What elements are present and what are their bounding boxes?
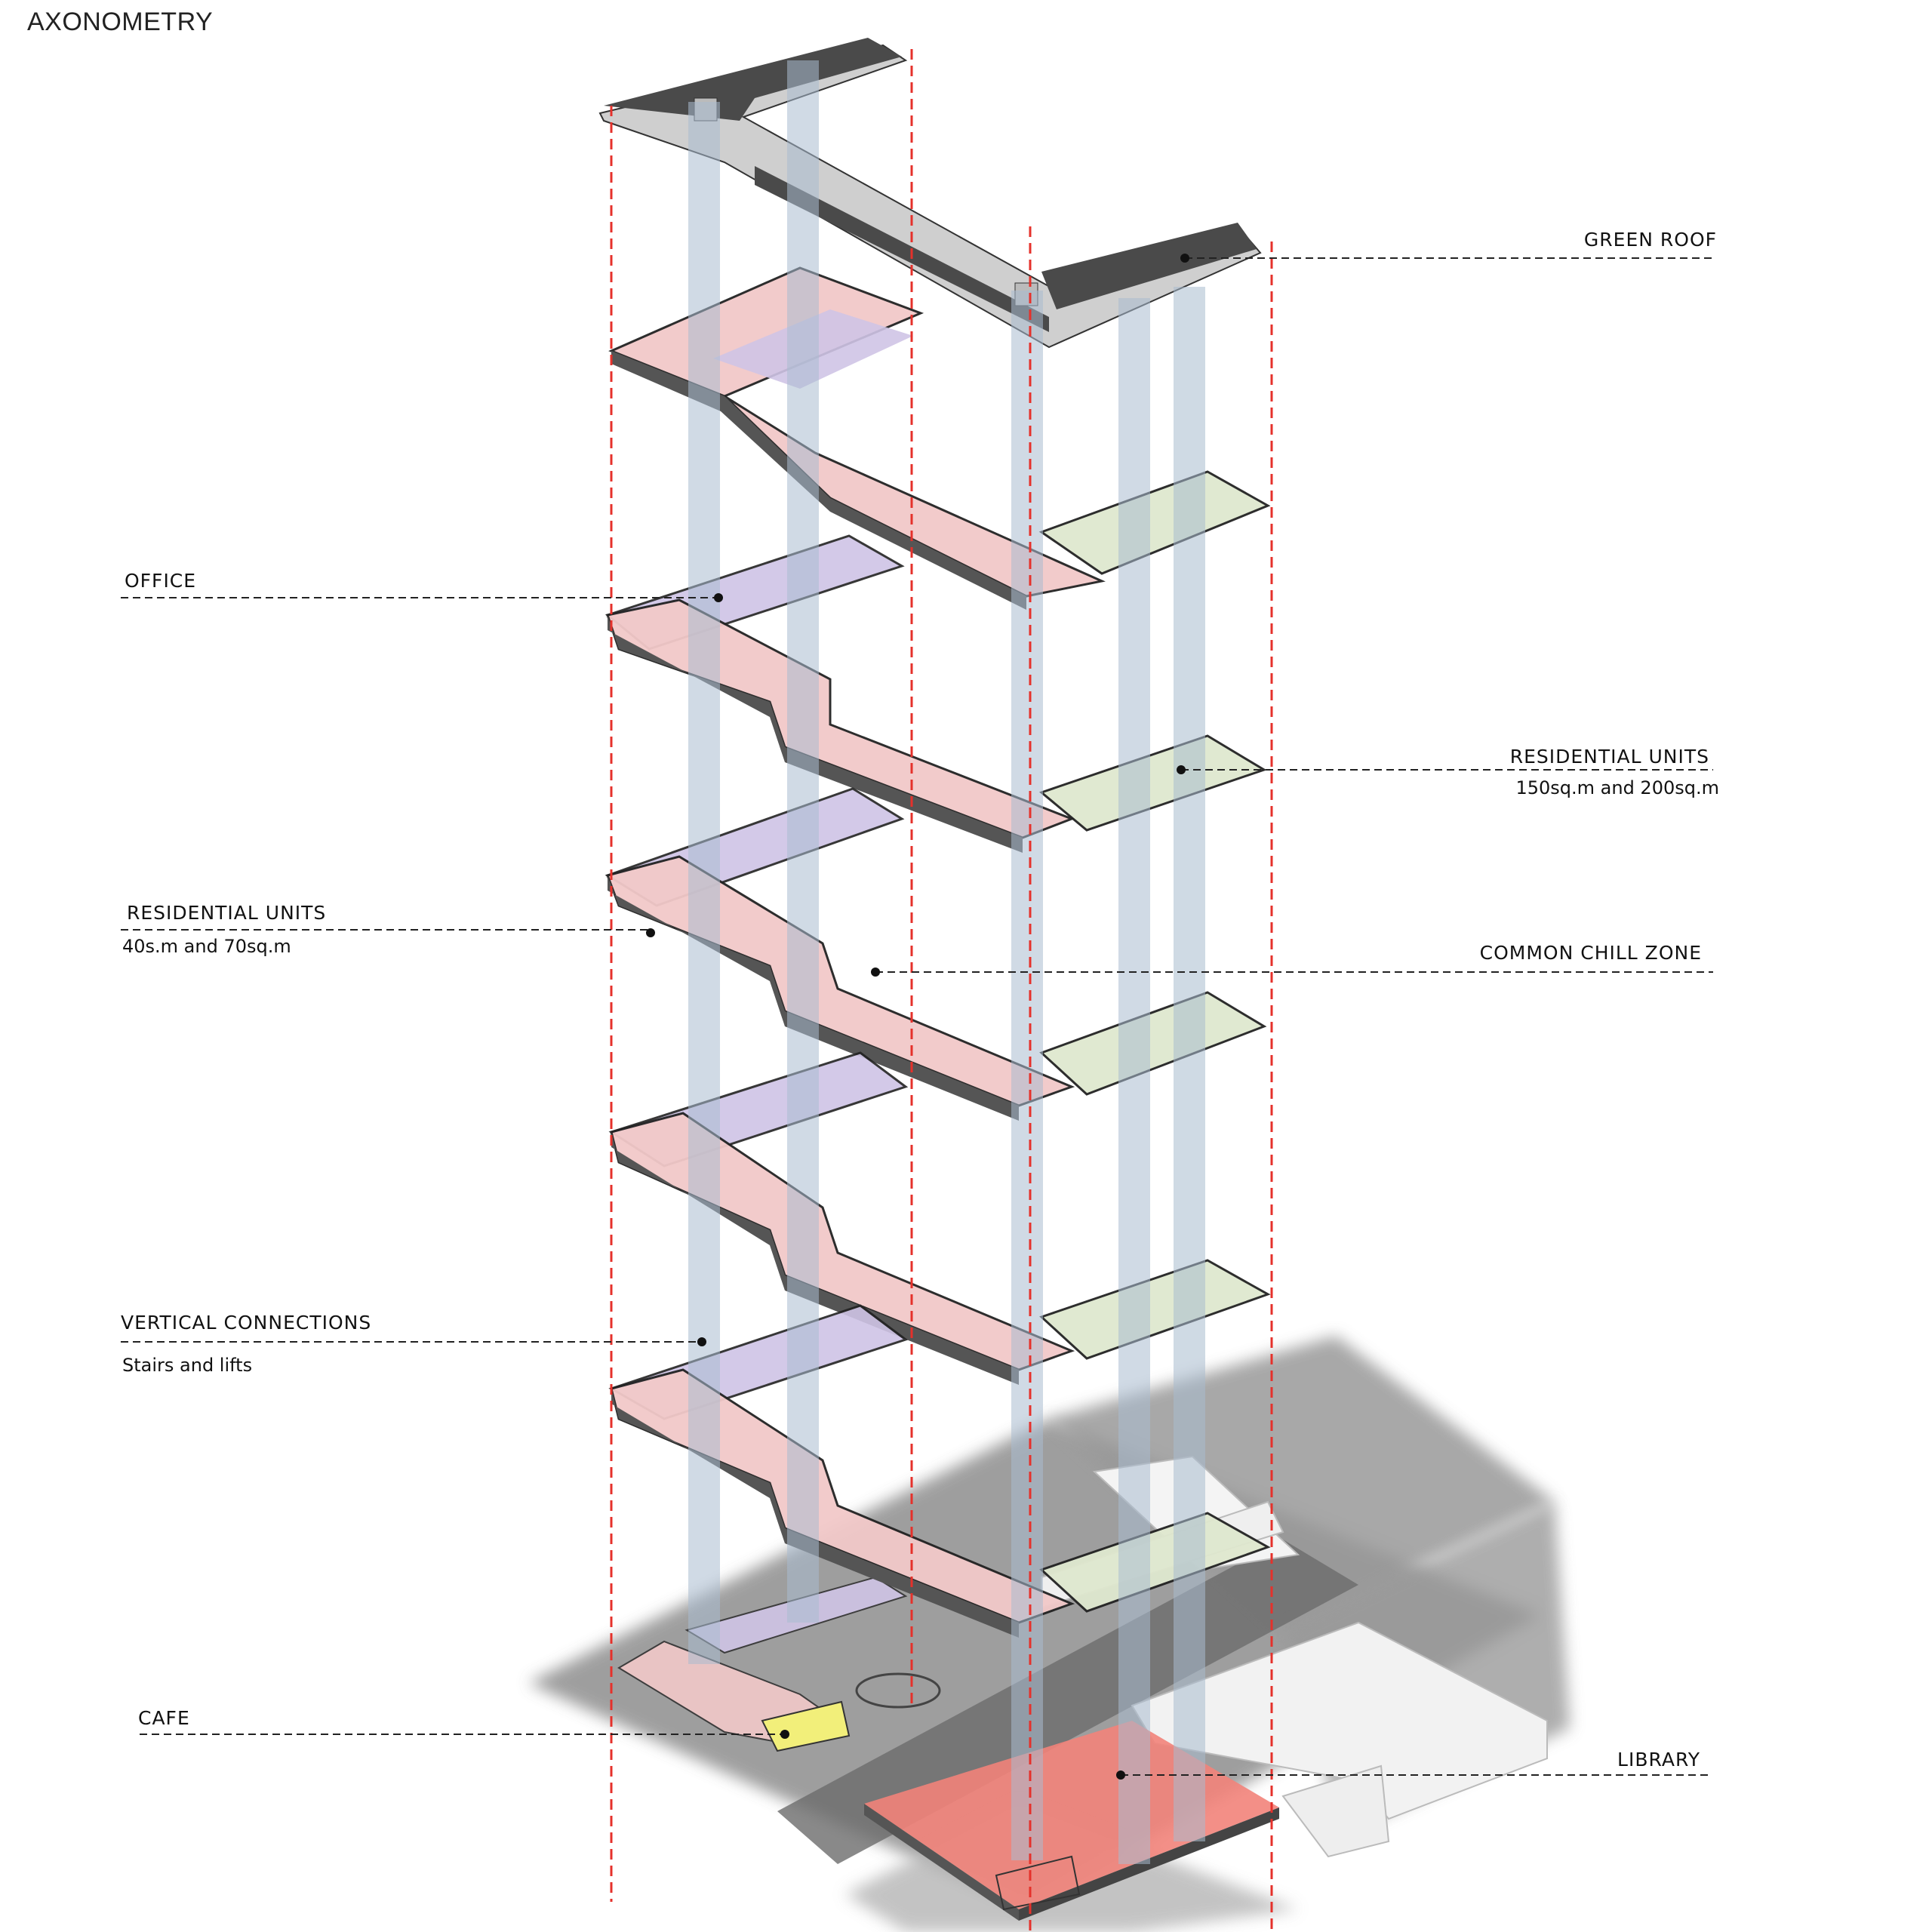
diagram-title: AXONOMETRY <box>27 8 214 36</box>
label-vertical-connections-sub: Stairs and lifts <box>122 1355 253 1376</box>
label-common-chill-zone: COMMON CHILL ZONE <box>1479 942 1702 964</box>
floor-plate-3 <box>605 787 1267 1121</box>
label-office: OFFICE <box>125 570 197 592</box>
floor-plate-1 <box>608 1304 1271 1638</box>
label-vertical-connections: VERTICAL CONNECTIONS <box>121 1312 372 1334</box>
label-cafe: CAFE <box>138 1707 190 1729</box>
leader-dots <box>646 254 1189 1780</box>
label-residential-small: RESIDENTIAL UNITS <box>127 902 327 924</box>
leader-lines <box>121 257 1713 1776</box>
guide-lines <box>610 49 1273 1932</box>
floor-plate-2 <box>608 1051 1271 1385</box>
label-residential-large: RESIDENTIAL UNITS <box>1509 746 1709 768</box>
green-roof <box>598 38 1262 349</box>
label-residential-small-sub: 40s.m and 70sq.m <box>122 936 291 957</box>
vertical-cores <box>688 60 1205 1864</box>
label-green-roof: GREEN ROOF <box>1583 229 1717 251</box>
floor-plates <box>605 266 1271 1638</box>
floor-plate-4 <box>605 534 1267 853</box>
label-residential-large-sub: 150sq.m and 200sq.m <box>1515 777 1719 798</box>
label-library: LIBRARY <box>1617 1749 1700 1770</box>
